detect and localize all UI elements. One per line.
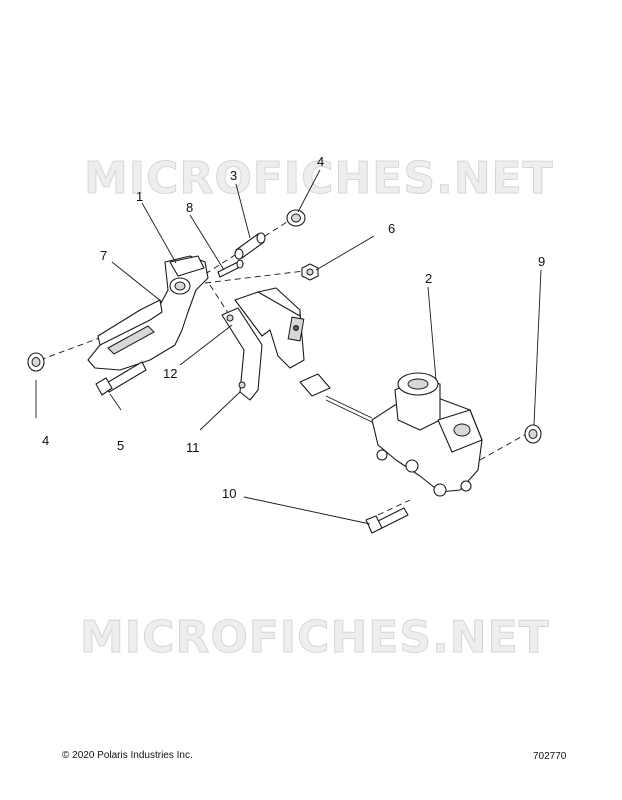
part-8-pin — [217, 259, 244, 278]
push-rod — [299, 373, 373, 423]
callout-12: 12 — [163, 366, 177, 381]
copyright-notice: © 2020 Polaris Industries Inc. — [62, 750, 193, 761]
callout-11: 11 — [186, 440, 200, 455]
part-11-mounting-bracket — [234, 287, 305, 369]
document-number: 702770 — [533, 751, 567, 762]
part-9-bushing — [524, 424, 542, 444]
callout-1: 1 — [136, 189, 143, 204]
watermark-bottom: MICROFICHES.NET — [80, 612, 550, 663]
callout-2: 2 — [425, 271, 432, 286]
callout-4-top: 4 — [317, 154, 324, 169]
callout-3: 3 — [230, 168, 237, 183]
callout-8: 8 — [186, 200, 193, 215]
callout-5: 5 — [117, 438, 124, 453]
part-12-bracket — [221, 307, 263, 401]
part-10-bolt — [365, 507, 409, 534]
watermark-top: MICROFICHES.NET — [84, 153, 554, 204]
leader-lines — [35, 169, 542, 525]
part-4-top-bushing — [286, 209, 306, 227]
part-3-sleeve — [234, 232, 266, 260]
callout-9: 9 — [538, 254, 545, 269]
part-1-brake-pedal — [87, 255, 209, 371]
part-5-bolt — [95, 361, 147, 396]
part-4-left-bushing — [27, 352, 45, 372]
callout-7: 7 — [100, 248, 107, 263]
part-2-master-cylinder — [371, 372, 483, 497]
callouts: 1 2 3 4 4 5 6 7 8 9 10 11 12 — [42, 154, 545, 501]
callout-6: 6 — [388, 221, 395, 236]
callout-10: 10 — [222, 486, 236, 501]
callout-4-left: 4 — [42, 433, 49, 448]
part-6-nut — [301, 263, 319, 281]
